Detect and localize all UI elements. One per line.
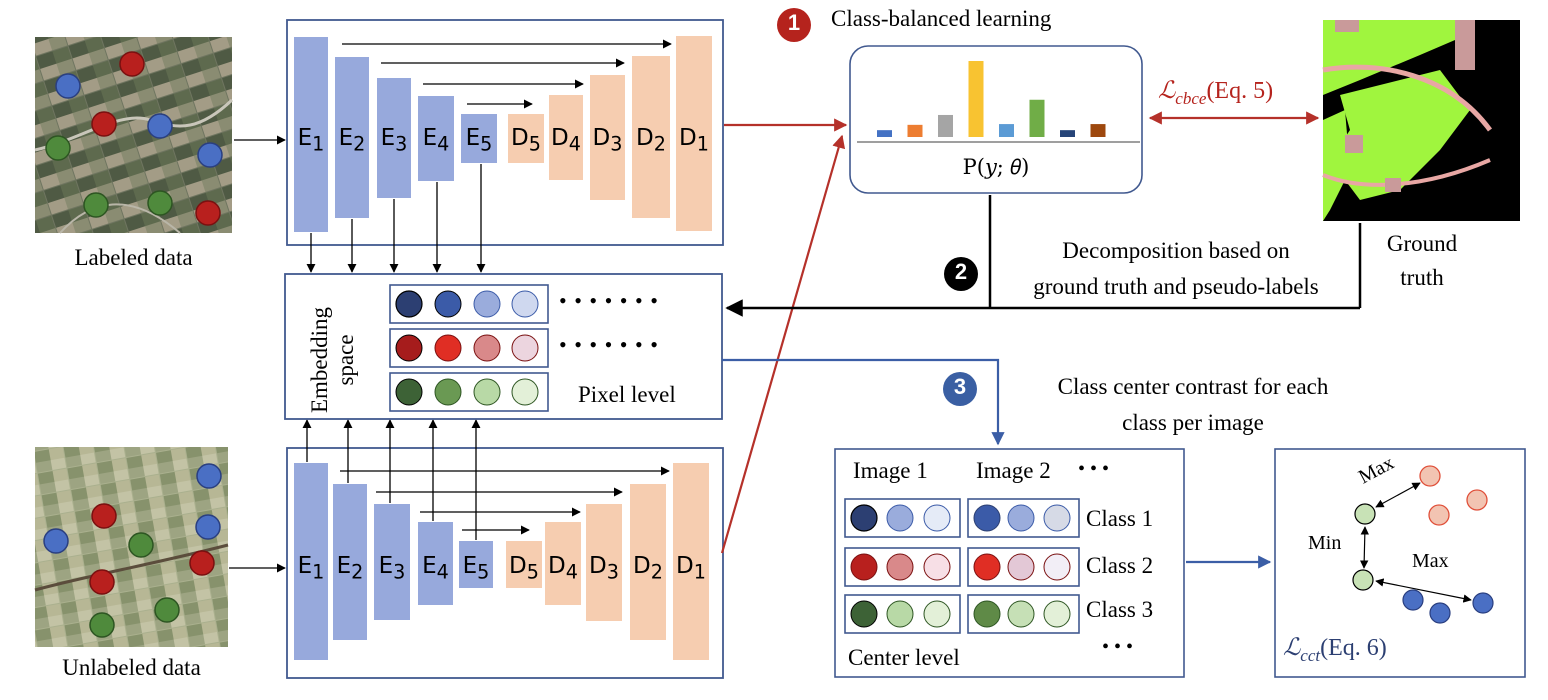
contrast-points <box>1352 465 1494 624</box>
embedding-space-box <box>284 273 723 420</box>
labeled-image <box>34 37 234 234</box>
center-level-rows <box>844 498 1080 634</box>
decoder-block-3b <box>586 504 622 621</box>
decoder-label-3b: D3 <box>589 553 619 584</box>
encoder-block-4 <box>418 96 454 181</box>
encoder-block-3b <box>374 504 410 620</box>
class-distribution-bars <box>877 61 1106 137</box>
encoder-label-1: E1 <box>297 125 325 156</box>
distribution-box <box>849 45 1143 194</box>
decoder-block-4b <box>545 522 581 605</box>
distribution-label: P(𝑦; 𝜃) <box>962 155 1030 179</box>
decoder-label-2: D2 <box>636 125 666 156</box>
image-more-ellipsis: • • • <box>1078 458 1110 480</box>
step-2-badge <box>944 257 978 291</box>
step-2-number: 2 <box>954 259 968 284</box>
decomposition-arrow <box>725 195 1362 317</box>
decoder-label-1b: D1 <box>676 553 706 584</box>
ground-truth-caption: Ground truth <box>1386 231 1458 290</box>
unlabeled-network-frame <box>286 447 724 679</box>
distribution-bar-2 <box>907 124 923 137</box>
decoder-block-1 <box>676 36 712 231</box>
decoder-label-5: D5 <box>511 125 541 156</box>
center-level-label: Center level <box>848 645 960 670</box>
class-more-ellipsis: • • • <box>1102 636 1134 658</box>
class-3-label: Class 3 <box>1086 597 1154 622</box>
min-label: Min <box>1308 532 1342 554</box>
decoder-label-5b: D5 <box>509 553 539 584</box>
encoder-block-1b <box>294 463 328 660</box>
step-1-number: 1 <box>787 10 801 35</box>
encoder-label-4: E4 <box>422 125 450 156</box>
max-label-right: Max <box>1412 550 1449 572</box>
encoder-label-2: E2 <box>338 125 366 156</box>
unlabeled-network <box>294 463 709 660</box>
encoder-label-3b: E3 <box>378 553 406 584</box>
distribution-bar-8 <box>1090 124 1106 137</box>
encoder-label-5: E5 <box>465 125 493 156</box>
decoder-label-3: D3 <box>592 125 623 156</box>
step-2-text: Decomposition based on ground truth and … <box>1033 238 1319 299</box>
encoder-label-5b: E5 <box>462 553 490 584</box>
image-2-label: Image 2 <box>976 458 1051 483</box>
distribution-bar-6 <box>1029 99 1045 137</box>
pixel-level-rows <box>389 284 549 412</box>
encoder-block-1 <box>294 37 328 232</box>
labeled-data-caption: Labeled data <box>74 245 193 270</box>
feature-projection-arrows <box>302 164 486 540</box>
decoder-label-4b: D4 <box>548 553 578 584</box>
center-contrast-arrow <box>722 358 1272 569</box>
step-1-text: Class-balanced learning <box>831 6 1052 31</box>
embedding-space-title: Embedding space <box>307 306 358 414</box>
encoder-label-1b: E1 <box>297 553 325 584</box>
ground-truth-image <box>1322 20 1520 221</box>
encoder-block-4b <box>418 522 453 605</box>
decoder-block-5b <box>506 541 542 588</box>
encoder-label-3: E3 <box>380 125 408 156</box>
class-1-label: Class 1 <box>1086 506 1154 531</box>
cct-loss-label: ℒcct(Eq. 6) <box>1283 635 1387 665</box>
step-1-badge <box>777 8 811 42</box>
encoder-block-3 <box>377 78 411 198</box>
encoder-block-5b <box>459 541 493 588</box>
decoder-label-4: D4 <box>551 125 581 156</box>
step-3-number: 3 <box>953 374 967 399</box>
encoder-label-4b: E4 <box>422 553 449 584</box>
decoder-block-2 <box>632 56 670 218</box>
decoder-label-2b: D2 <box>633 553 663 584</box>
distribution-bar-7 <box>1060 130 1075 137</box>
decoder-block-1b <box>673 463 709 660</box>
encoder-block-2 <box>335 57 369 218</box>
row-ellipsis-2: • • • • • • • <box>559 332 659 357</box>
decoder-block-4 <box>549 95 583 180</box>
row-ellipsis-1: • • • • • • • <box>559 288 659 313</box>
unlabeled-data-caption: Unlabeled data <box>62 655 201 680</box>
labeled-network-frame <box>286 19 724 246</box>
decoder-label-1: D1 <box>679 125 709 156</box>
unlabeled-to-distribution-arrow <box>720 134 846 554</box>
class-2-label: Class 2 <box>1086 553 1154 578</box>
decoder-block-2b <box>630 484 666 640</box>
distribution-bar-1 <box>877 130 892 137</box>
encoder-block-5 <box>461 114 497 163</box>
encoder-label-2b: E2 <box>336 553 364 584</box>
unlabeled-image <box>34 447 229 647</box>
labeled-network <box>294 36 712 232</box>
decoder-block-5 <box>508 114 544 163</box>
encoder-block-2b <box>333 484 367 640</box>
decoder-block-3 <box>590 75 625 200</box>
step-3-text: Class center contrast for each class per… <box>1057 374 1329 435</box>
distribution-bar-4 <box>968 61 984 137</box>
cbce-loss-label: ℒcbce(Eq. 5) <box>1158 78 1274 108</box>
distribution-bar-5 <box>999 124 1014 137</box>
pixel-level-label: Pixel level <box>578 382 676 407</box>
step-3-badge <box>943 372 977 406</box>
distribution-bar-3 <box>938 114 953 137</box>
image-1-label: Image 1 <box>853 458 928 483</box>
